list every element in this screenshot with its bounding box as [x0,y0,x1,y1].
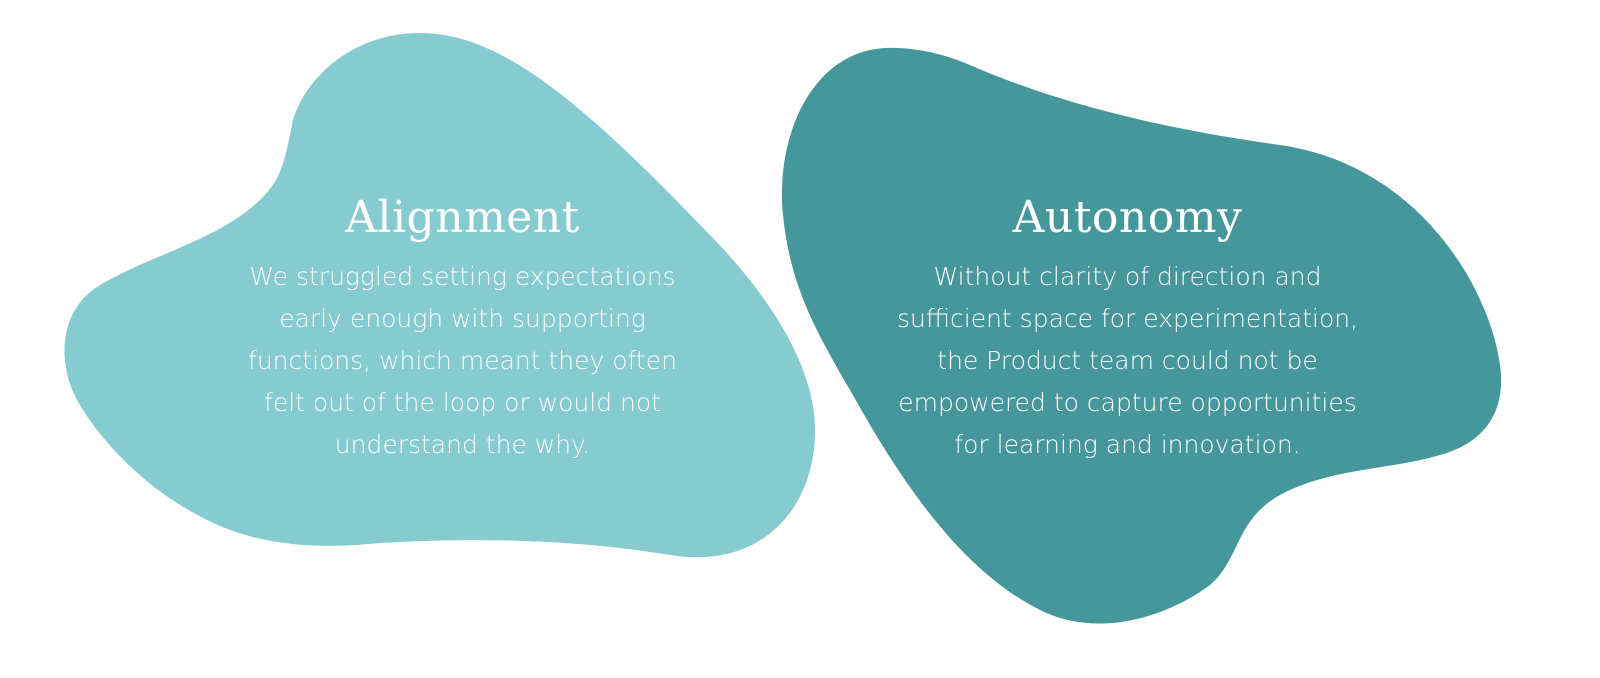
alignment-blob-shape [64,33,815,558]
autonomy-line: empowered to capture opportunities [898,388,1357,417]
autonomy-line: sufficient space for experimentation, [896,304,1359,333]
alignment-line: functions, which meant they often [248,346,677,375]
autonomy-line: for learning and innovation. [954,430,1301,459]
autonomy-line: the Product team could not be [937,346,1318,375]
alignment-line: We struggled setting expectations [249,262,676,291]
autonomy-line: Without clarity of direction and [933,262,1322,291]
alignment-title: Alignment [345,192,580,243]
autonomy-blob-shape [781,47,1502,624]
autonomy-title: Autonomy [1012,192,1243,243]
alignment-line: understand the why. [334,430,591,459]
autonomy-card: Autonomy Without clarity of direction an… [880,190,1375,466]
alignment-line: early enough with supporting [279,304,646,333]
alignment-card: Alignment We struggled setting expectati… [225,190,700,466]
autonomy-description: Without clarity of direction and suffici… [880,256,1375,466]
alignment-description: We struggled setting expectations early … [225,256,700,466]
alignment-line: felt out of the loop or would not [264,388,661,417]
